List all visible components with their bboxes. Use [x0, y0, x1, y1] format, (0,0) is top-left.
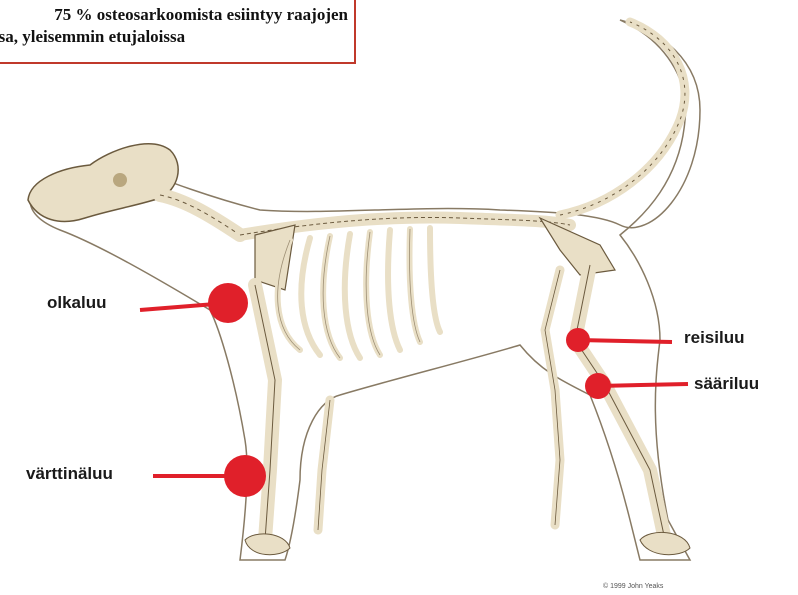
pointer-line-saariluu	[598, 384, 688, 386]
label-varttinaluu: värttinäluu	[26, 464, 113, 484]
label-saariluu: sääriluu	[694, 374, 759, 394]
front-leg-far	[318, 400, 330, 530]
label-olkaluu: olkaluu	[47, 293, 107, 313]
marker-olkaluu	[208, 283, 248, 323]
copyright-text: © 1999 John Yeaks	[603, 583, 663, 590]
marker-saariluu	[585, 373, 611, 399]
marker-varttinaluu	[224, 455, 266, 497]
label-reisiluu: reisiluu	[684, 328, 744, 348]
eye-socket	[113, 173, 127, 187]
marker-reisiluu	[566, 328, 590, 352]
pointer-line-reisiluu	[578, 340, 672, 342]
